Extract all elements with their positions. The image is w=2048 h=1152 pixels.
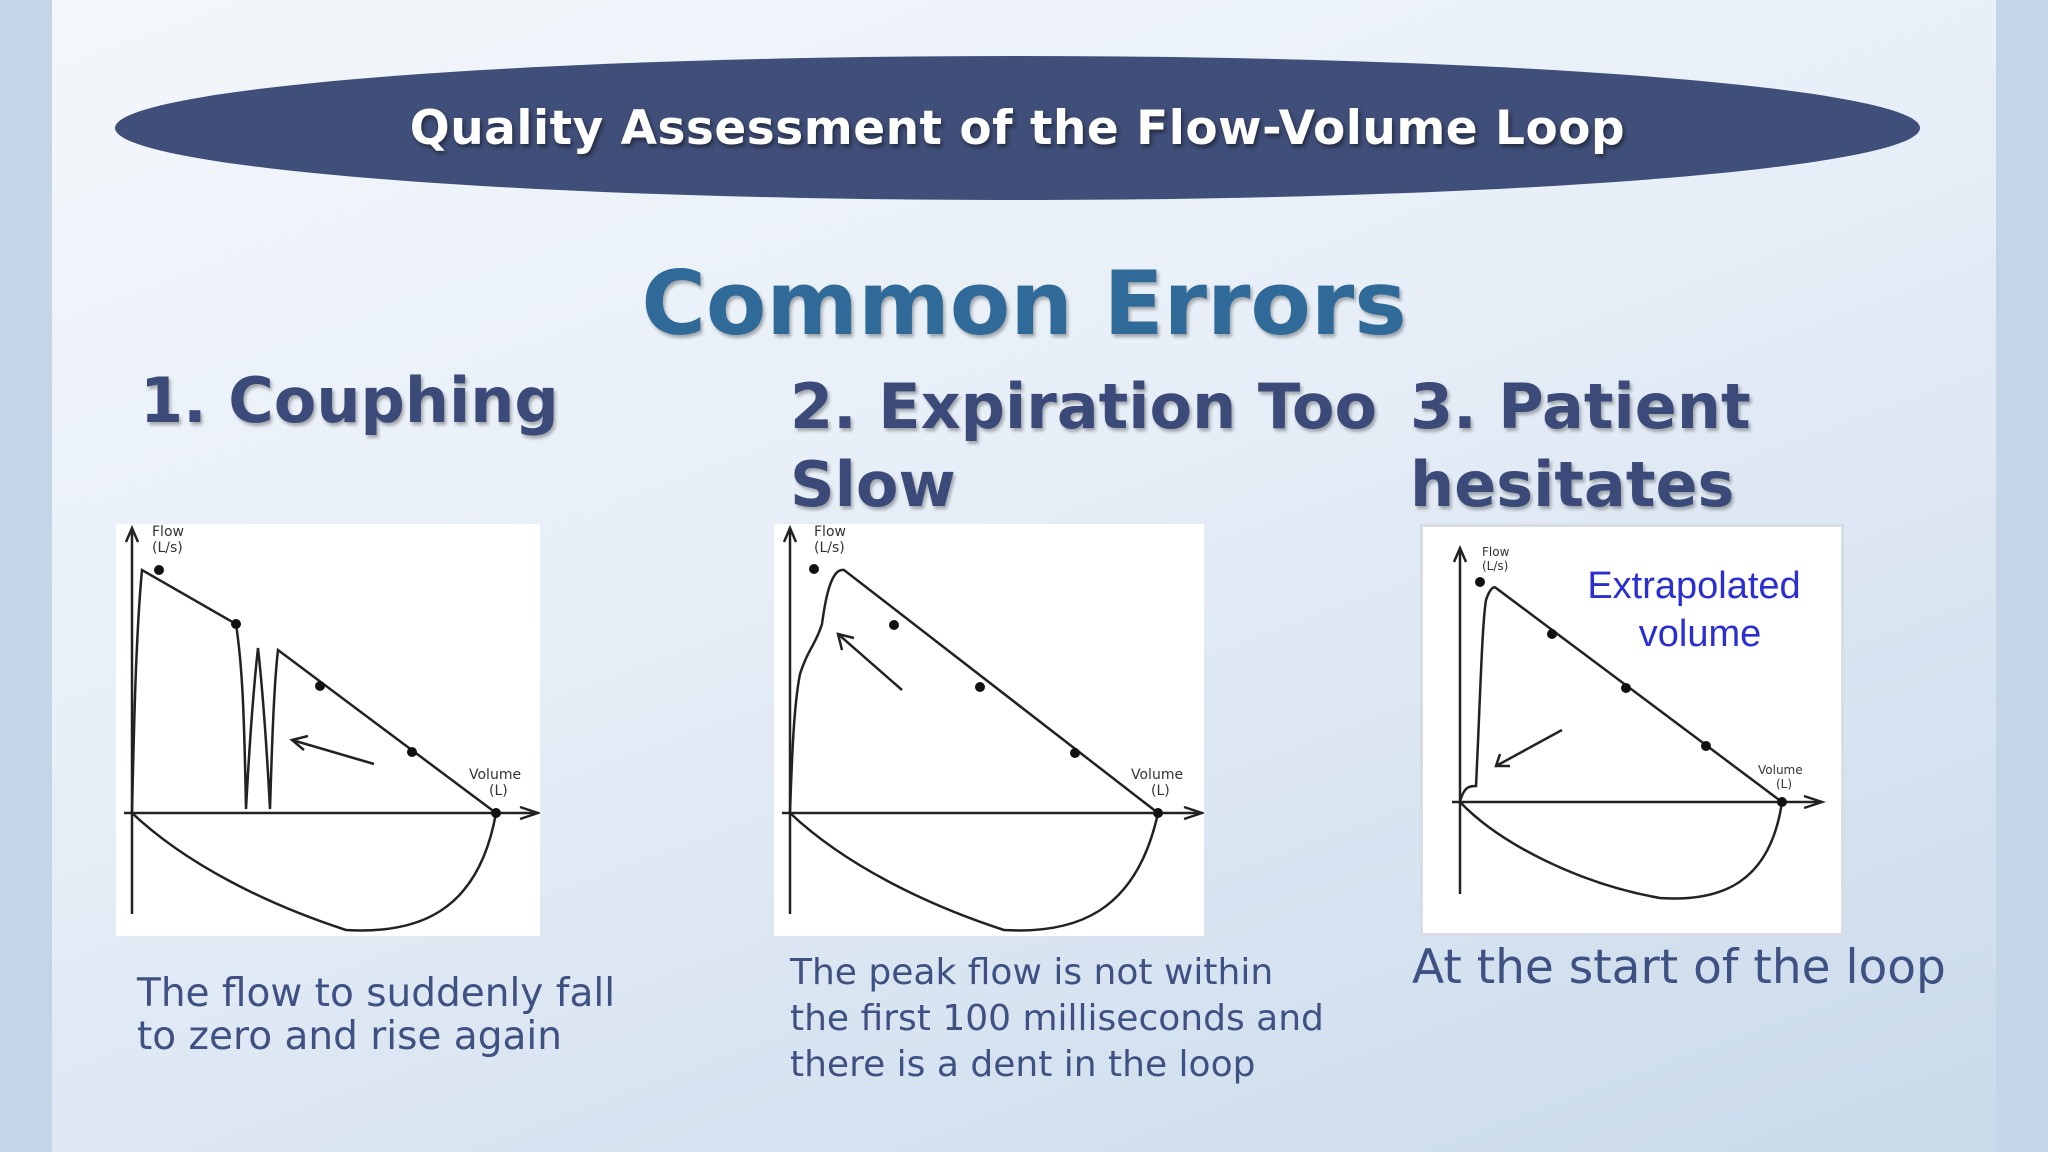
data-point [491,808,501,818]
data-point [407,747,417,757]
data-point [889,620,899,630]
desc-line: there is a dent in the loop [790,1044,1256,1085]
desc-line: the first 100 milliseconds and [790,998,1324,1039]
flow-axis-arrow [1452,544,1468,563]
cough-arrow-head [289,734,309,751]
flow-unit-label: (L/s) [152,540,183,556]
desc-line: to zero and rise again [137,1014,562,1059]
volume-label: Volume [1131,767,1183,783]
expiratory-curve [1458,586,1783,804]
expiration-slow-loop-svg: Flow (L/s) Volume (L) [782,524,1204,932]
volume-unit-label: (L) [489,783,508,799]
volume-axis-arrow [519,805,540,821]
title-line: 2. Expiration Too [790,370,1378,443]
left-decor-strip [0,0,52,1152]
hesitation-arrow-line [1495,728,1563,768]
cough-arrow-line [291,738,375,766]
diagram-coughing: Flow (L/s) Volume (L) [116,524,540,936]
dent-arrow-line [837,633,903,691]
expiratory-curve [130,567,497,815]
inspiratory-curve [1459,801,1784,900]
desc-line: The peak flow is not within [790,952,1274,993]
flow-unit-label: (L/s) [1482,559,1508,573]
data-point [1475,577,1485,587]
expiratory-curve [788,568,1159,814]
flow-axis-arrow [124,524,140,543]
title-line: Slow [790,448,956,521]
column-2-title: 2. Expiration Too Slow [790,368,1377,524]
column-1-description: The flow to suddenly fall to zero and ri… [137,972,615,1058]
data-point [154,565,164,575]
right-decor-strip [1996,0,2048,1152]
column-1-title: 1. Couphing [140,364,559,437]
volume-label: Volume [1758,763,1803,777]
column-2-description: The peak flow is not within the first 10… [790,950,1324,1088]
extrapolated-label-line: volume [1639,613,1762,655]
data-point [975,682,985,692]
inspiratory-curve [789,812,1160,932]
dent-arrow-head [836,632,855,651]
volume-label: Volume [469,767,521,783]
volume-unit-label: (L) [1776,777,1792,791]
coughing-loop-svg: Flow (L/s) Volume (L) [124,524,540,932]
inspiratory-curve [131,812,498,932]
flow-label: Flow [1482,545,1510,559]
data-point [1777,797,1787,807]
flow-label: Flow [152,524,184,540]
flow-label: Flow [814,524,846,540]
volume-axis-arrow [1183,805,1204,821]
data-point [1621,683,1631,693]
data-point [1547,629,1557,639]
flow-axis-arrow [782,524,798,543]
hesitation-loop-svg: Flow (L/s) Volume (L) Extrapolated volum… [1452,544,1826,900]
data-point [315,681,325,691]
diagram-patient-hesitates: Flow (L/s) Volume (L) Extrapolated volum… [1420,524,1844,936]
diagram-expiration-slow: Flow (L/s) Volume (L) [774,524,1204,936]
data-point [1070,748,1080,758]
section-heading: Common Errors [641,252,1407,355]
volume-unit-label: (L) [1151,783,1170,799]
data-point [1153,808,1163,818]
column-3-description: At the start of the loop [1412,940,1946,995]
flow-unit-label: (L/s) [814,540,845,556]
extrapolated-label-line: Extrapolated [1587,565,1800,607]
volume-axis-arrow [1803,794,1826,810]
column-3-title: 3. Patient hesitates [1410,370,1751,521]
data-point [231,619,241,629]
title-banner: Quality Assessment of the Flow-Volume Lo… [115,56,1920,200]
slide-title: Quality Assessment of the Flow-Volume Lo… [409,100,1626,156]
desc-line: The flow to suddenly fall [137,971,616,1016]
data-point [809,564,819,574]
data-point [1701,741,1711,751]
hesitation-arrow-head [1494,753,1510,768]
